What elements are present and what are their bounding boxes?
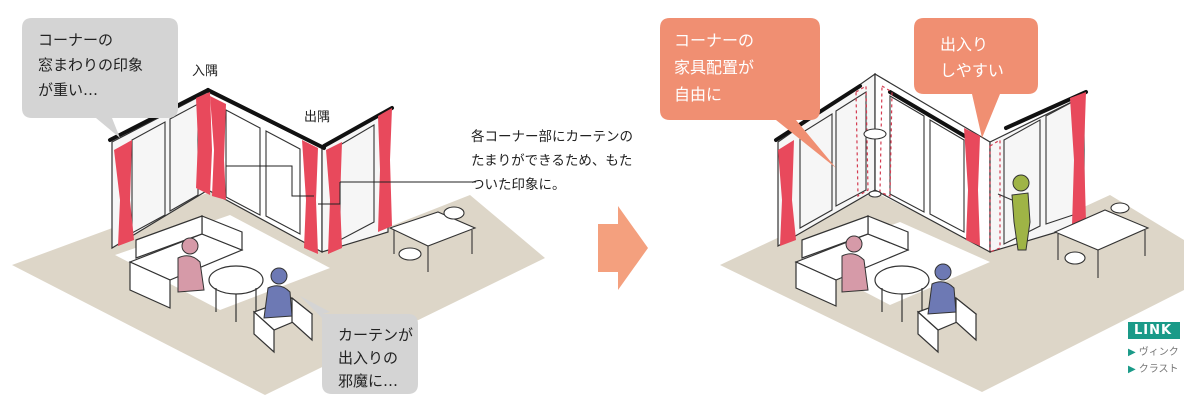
right-room-scene: コーナーの 家具配置が 自由に 出入り しやすい — [660, 18, 1184, 392]
link-badge: LINK — [1128, 322, 1181, 339]
right-curtains — [778, 92, 1086, 246]
label-outer-corner: 出隅 — [304, 110, 330, 125]
person-pink-right — [841, 235, 869, 293]
link-item-label: ヴィンク — [1138, 347, 1179, 358]
bubble-obstruct-text: カーテンが 出入りの 邪魔に… — [338, 326, 418, 390]
bubble-heavy-text: コーナーの 窓まわりの印象 が重い… — [38, 31, 148, 99]
link-item-label: クラスト — [1138, 364, 1179, 375]
left-room-scene: コーナーの 窓まわりの印象 が重い… 入隅 出隅 各コーナー部にカーテンの たま… — [12, 18, 637, 395]
bubble-obstruct-shape — [300, 296, 418, 394]
link-item-vink[interactable]: ▶ヴィンク — [1128, 343, 1179, 358]
bubble-furniture-text: コーナーの 家具配置が 自由に — [674, 31, 759, 104]
bubble-heavy-shape — [22, 18, 178, 138]
triangle-right-icon: ▶ — [1128, 347, 1136, 358]
transition-arrow — [598, 206, 648, 290]
bubble-entry-shape — [914, 18, 1038, 138]
label-inner-corner: 入隅 — [192, 64, 218, 79]
left-curtains — [114, 92, 392, 254]
bubble-furniture-shape — [660, 18, 836, 168]
annotation-text: 各コーナー部にカーテンの たまりができるため、もた ついた印象に。 — [471, 129, 637, 193]
bubble-entry-text: 出入り しやすい — [940, 35, 1004, 80]
person-pink-left — [177, 237, 205, 293]
person-blue-right — [927, 263, 957, 315]
triangle-right-icon: ▶ — [1128, 364, 1136, 375]
left-sofa — [128, 215, 244, 309]
person-green-right — [997, 174, 1031, 251]
link-item-clast[interactable]: ▶クラスト — [1128, 360, 1179, 375]
person-blue-left — [263, 267, 293, 319]
